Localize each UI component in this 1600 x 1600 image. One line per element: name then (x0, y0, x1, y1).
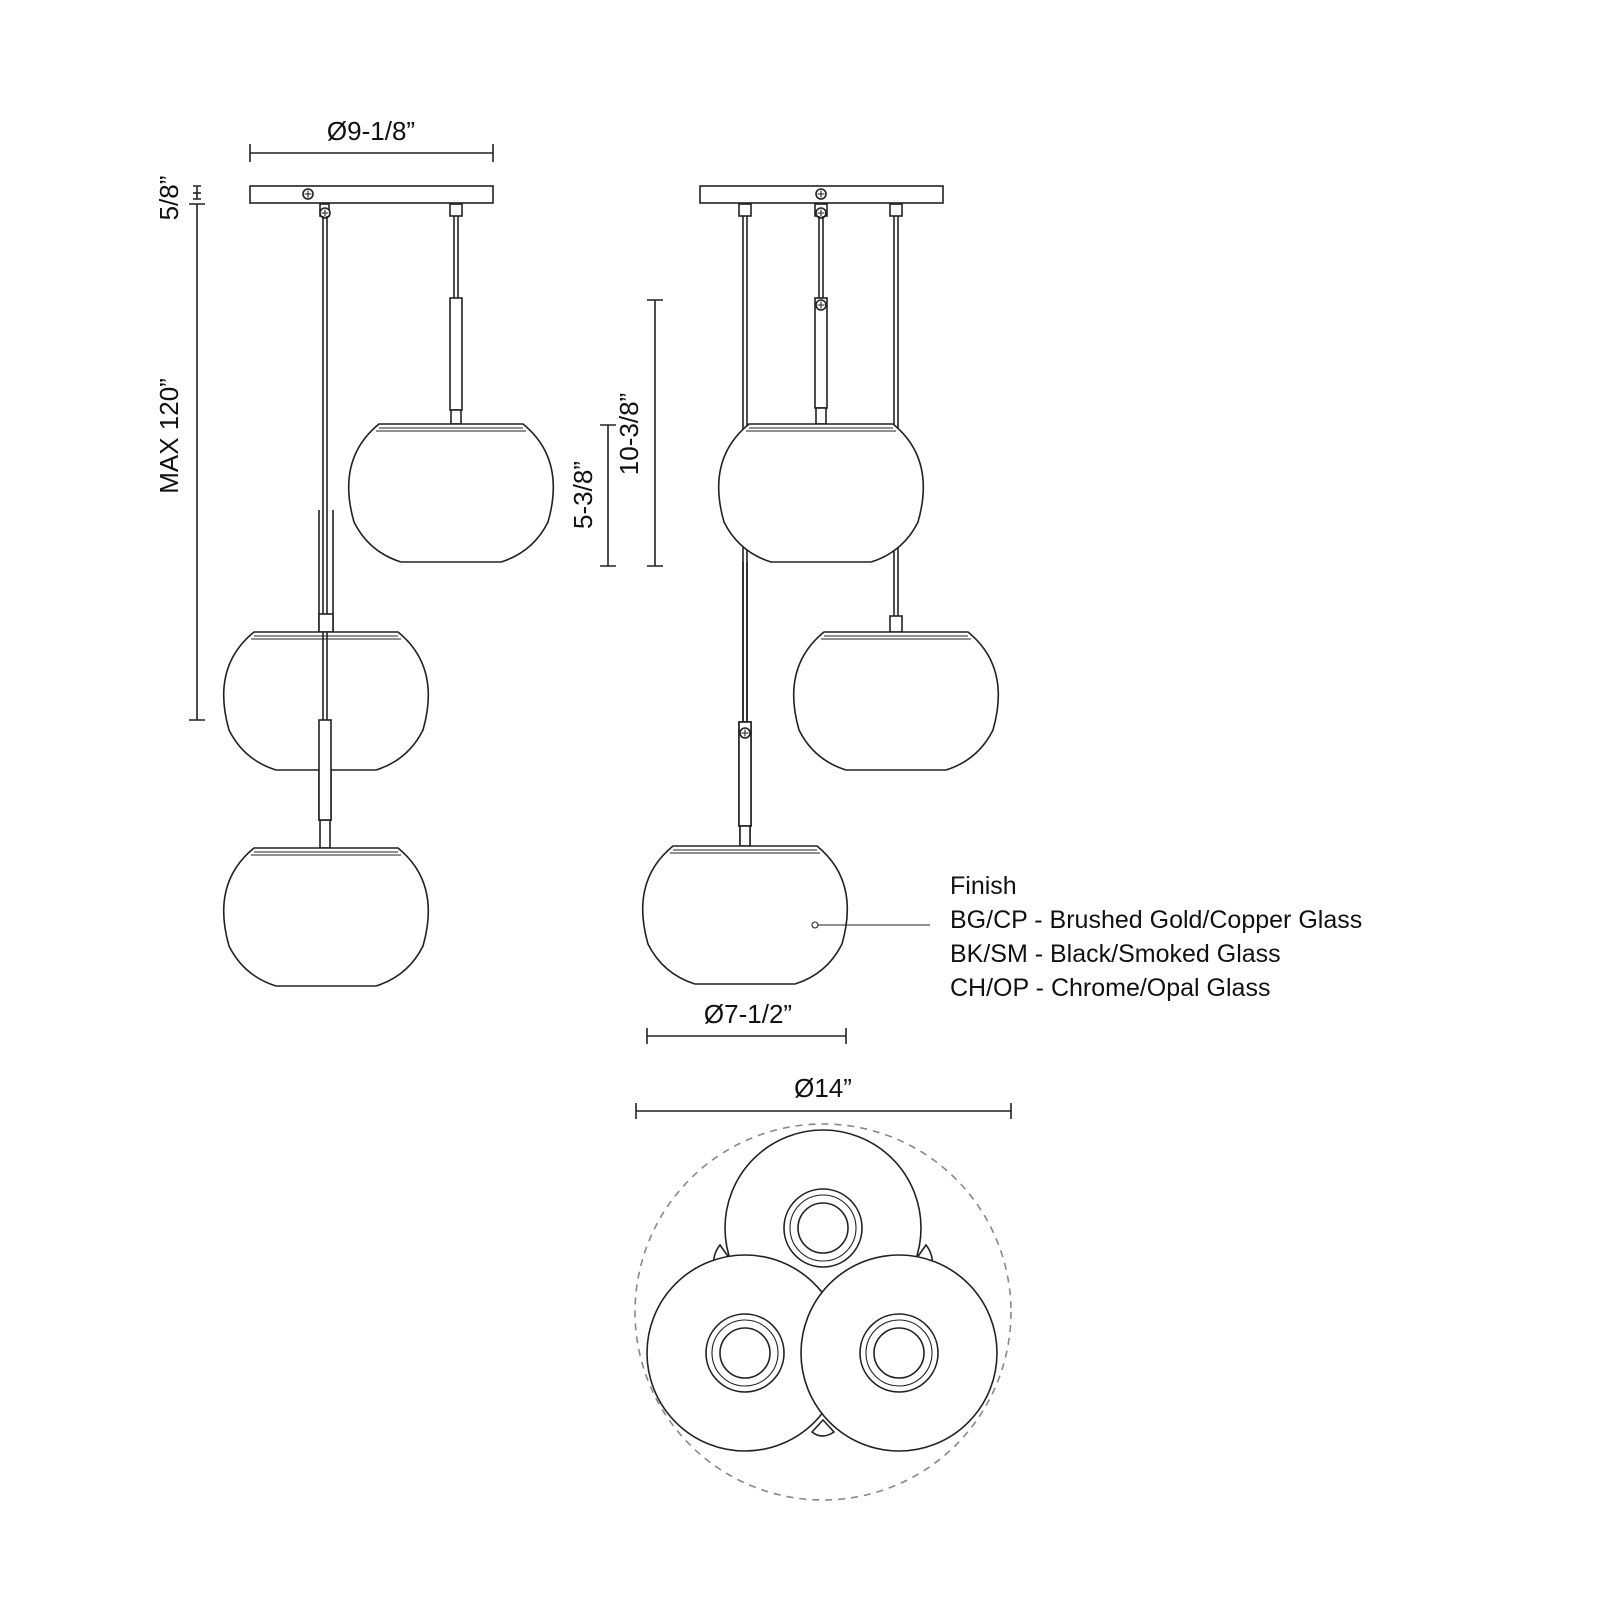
canopy-diameter-label: Ø9-1/8” (327, 116, 415, 146)
finish-option-ch-op: CH/OP - Chrome/Opal Glass (950, 974, 1270, 1002)
canopy-screw-side-icon (815, 188, 827, 200)
cluster-height-dimension: 10-3/8” (614, 299, 663, 567)
overall-envelope-circle (634, 1123, 1012, 1501)
shade-height-label: 5-3/8” (568, 461, 598, 529)
finish-leader (811, 921, 930, 929)
right-shade-plan (800, 1254, 998, 1452)
lower-shade (222, 847, 430, 987)
center-rod (814, 203, 828, 425)
canopy-height-label: 5/8” (154, 176, 184, 221)
overall-diameter-label: Ø14” (794, 1073, 852, 1103)
finish-option-bk-sm: BK/SM - Black/Smoked Glass (950, 940, 1281, 968)
overall-diameter-dimension: Ø14” (635, 1073, 1012, 1119)
short-rod (449, 203, 463, 425)
canopy-height-dimension: 5/8” (154, 176, 201, 221)
finish-heading: Finish (950, 872, 1017, 900)
finish-option-bg-cp: BG/CP - Brushed Gold/Copper Glass (950, 906, 1362, 934)
plan-view: Ø14” (634, 1073, 1012, 1501)
max-height-label: MAX 120” (154, 378, 184, 494)
right-elevation-view: 10-3/8” 5-3/8” (568, 185, 1000, 1044)
upper-shade (347, 423, 555, 563)
lower-shade-side (641, 845, 849, 985)
upper-shade-side (717, 423, 925, 563)
cluster-height-label: 10-3/8” (614, 393, 644, 475)
shade-diameter-label: Ø7-1/2” (704, 999, 792, 1029)
shade-height-dimension: 5-3/8” (568, 424, 616, 567)
finish-notes: Finish BG/CP - Brushed Gold/Copper Glass… (950, 872, 1362, 1002)
rear-rod-right (889, 203, 903, 633)
shade-diameter-dimension: Ø7-1/2” (646, 999, 847, 1044)
max-height-dimension: MAX 120” (154, 203, 205, 721)
canopy-screw-icon (302, 188, 314, 200)
middle-shade-side (792, 631, 1000, 771)
middle-rod (318, 510, 334, 633)
left-elevation-view: Ø9-1/8” 5/8” MAX 120” (154, 116, 555, 987)
canopy-plate (249, 185, 494, 204)
canopy-diameter-dimension: Ø9-1/8” (249, 116, 494, 162)
